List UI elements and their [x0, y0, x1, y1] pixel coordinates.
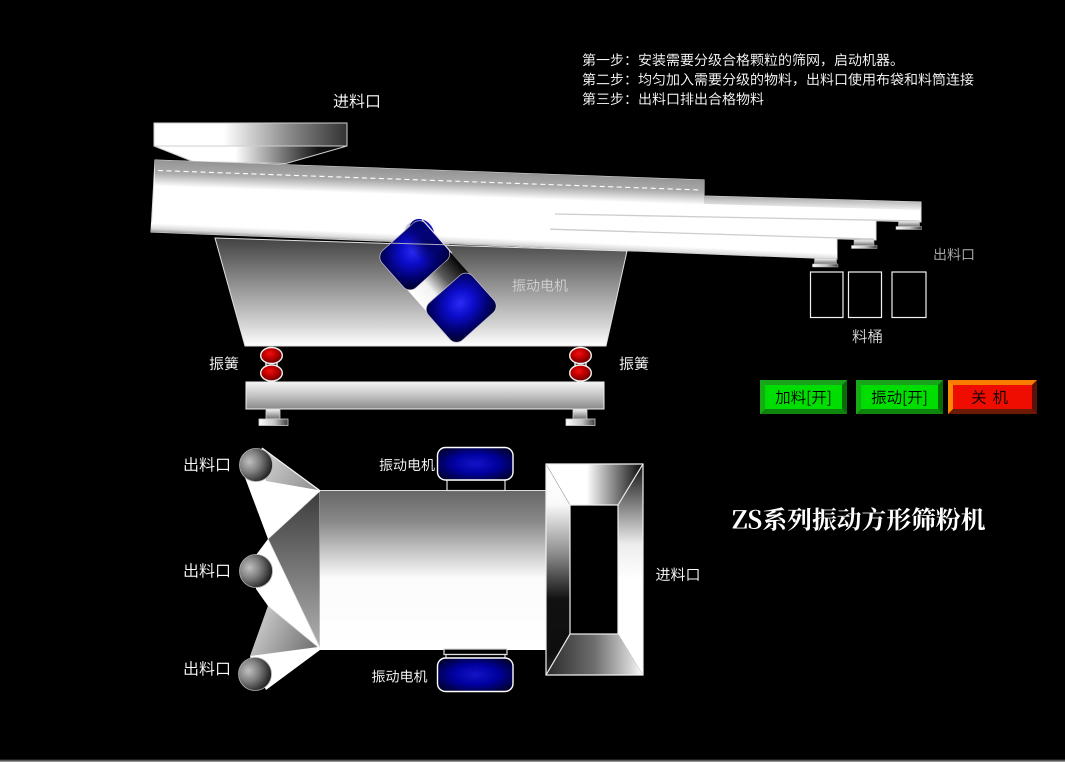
svg-text:振动电机: 振动电机	[512, 276, 568, 296]
svg-text:振簧: 振簧	[209, 353, 239, 374]
svg-text:振簧: 振簧	[619, 353, 649, 374]
svg-text:关机: 关机	[971, 386, 1014, 408]
svg-text:振动[开]: 振动[开]	[871, 386, 928, 408]
svg-text:料桶: 料桶	[852, 325, 883, 347]
svg-text:出料口: 出料口	[183, 452, 231, 476]
svg-text:出料口: 出料口	[933, 245, 975, 265]
svg-text:振动电机: 振动电机	[379, 455, 435, 475]
svg-text:加料[开]: 加料[开]	[775, 386, 832, 408]
svg-text:第二步：均匀加入需要分级的物料，出料口使用布袋和料筒连接: 第二步：均匀加入需要分级的物料，出料口使用布袋和料筒连接	[582, 70, 974, 90]
svg-text:出料口: 出料口	[183, 656, 231, 680]
svg-text:第一步：安装需要分级合格颗粒的筛网，启动机器。: 第一步：安装需要分级合格颗粒的筛网，启动机器。	[582, 50, 904, 70]
svg-text:ZS系列振动方形筛粉机: ZS系列振动方形筛粉机	[732, 501, 986, 537]
svg-text:出料口: 出料口	[183, 558, 231, 582]
svg-text:第三步：出料口排出合格物料: 第三步：出料口排出合格物料	[582, 89, 764, 109]
svg-text:进料口: 进料口	[656, 564, 701, 585]
svg-text:进料口: 进料口	[333, 88, 381, 112]
svg-text:振动电机: 振动电机	[372, 667, 428, 687]
